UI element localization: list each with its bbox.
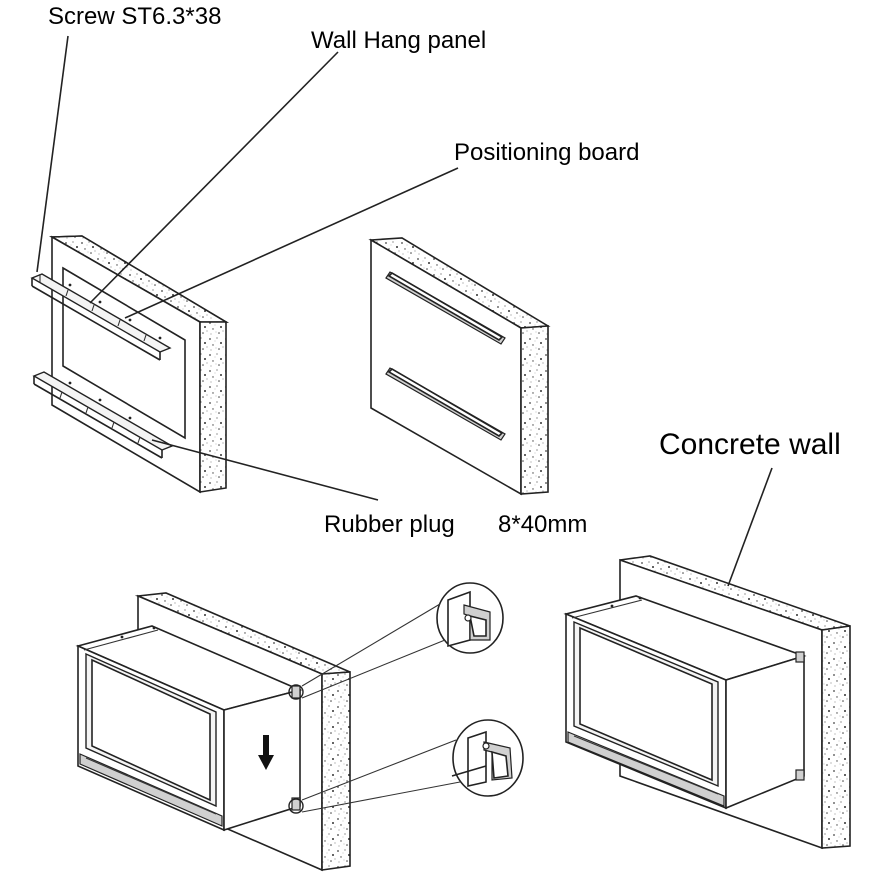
detail-circle-upper <box>436 582 504 654</box>
label-positioning-board: Positioning board <box>454 139 639 166</box>
mounting-slot-lower <box>385 367 506 441</box>
mounting-slot-upper <box>385 271 506 345</box>
screw-holes <box>68 283 162 420</box>
label-wall-hang-panel: Wall Hang panel <box>311 27 486 54</box>
detail-leader-lower-b <box>301 781 461 813</box>
arrow-down-icon <box>258 735 274 770</box>
hvac-unit-installed <box>563 595 807 810</box>
leader-positioning-board <box>124 167 459 319</box>
label-concrete-wall: Concrete wall <box>659 428 841 461</box>
wall-top-right <box>368 237 551 496</box>
detail-circle-lower <box>451 719 524 797</box>
wall-hang-panel-lower <box>32 371 174 459</box>
connection-marker-upper <box>288 684 304 700</box>
label-rubber-plug: Rubber plug <box>324 511 455 538</box>
leader-wall-hang-panel <box>89 51 339 304</box>
hvac-unit-hanging <box>75 625 303 832</box>
leader-concrete-wall <box>727 467 773 587</box>
leader-rubber-plug <box>151 439 379 501</box>
wall-hang-panel-upper <box>30 273 172 361</box>
leader-screw <box>36 35 69 273</box>
wall-top-left <box>30 235 229 494</box>
label-screw: Screw ST6.3*38 <box>48 3 221 30</box>
detail-leader-upper-b <box>301 639 446 699</box>
detail-leader-lower-a <box>301 739 457 801</box>
detail-leader-upper-a <box>301 603 441 687</box>
connection-marker-lower <box>288 798 304 814</box>
label-rubber-plug-size: 8*40mm <box>498 511 587 538</box>
